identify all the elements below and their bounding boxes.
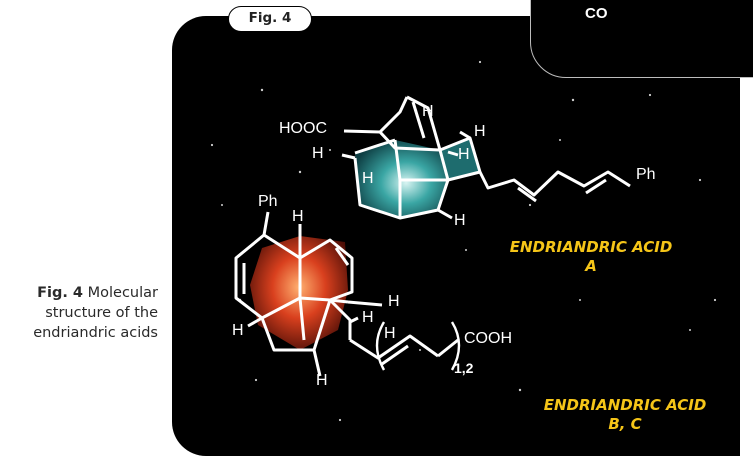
label-a-line1: ENDRIANDRIC ACID (509, 238, 673, 256)
repeat-unit-parens (375, 321, 461, 371)
label-a-line2: A (585, 257, 597, 275)
atom-h-bc2: H (232, 322, 244, 339)
atom-h-bc3: H (388, 293, 400, 310)
figure-tab: Fig. 4 (228, 6, 312, 32)
atom-h-bc1: H (292, 208, 304, 225)
caption-text: Molecular structure of the endriandric a… (33, 285, 158, 341)
atom-h-a4: H (458, 146, 470, 163)
inset-fragment-text: CO (585, 5, 608, 22)
atom-h-bc6: H (316, 372, 328, 389)
atom-h-a5: H (362, 170, 374, 187)
figure-caption: Fig. 4 Molecular structure of the endria… (10, 283, 158, 343)
molecule-bc-bonds (234, 211, 459, 377)
label-bc-line2: B, C (608, 415, 642, 433)
repeat-subscript: 1,2 (454, 360, 474, 376)
atom-h-a6: H (454, 212, 466, 229)
label-bc-line1: ENDRIANDRIC ACID (543, 396, 707, 414)
atom-h-bc5: H (384, 325, 396, 342)
caption-figure-number: Fig. 4 (37, 285, 84, 301)
atom-ph-bc: Ph (258, 193, 278, 210)
molecule-a-bonds (341, 95, 631, 220)
atom-h-a2: H (422, 103, 434, 120)
cage-a-side (440, 138, 480, 180)
label-endriandric-a: ENDRIANDRIC ACID A (496, 238, 686, 276)
atom-acid-a: HOOC (279, 120, 327, 137)
atom-h-a1: H (312, 145, 324, 162)
atom-h-bc4: H (362, 309, 374, 326)
inset-panel: CO (530, 0, 753, 78)
atom-h-a3: H (474, 123, 486, 140)
atom-acid-bc: COOH (464, 330, 512, 347)
atom-ph-a: Ph (636, 166, 656, 183)
label-endriandric-bc: ENDRIANDRIC ACID B, C (530, 396, 720, 434)
